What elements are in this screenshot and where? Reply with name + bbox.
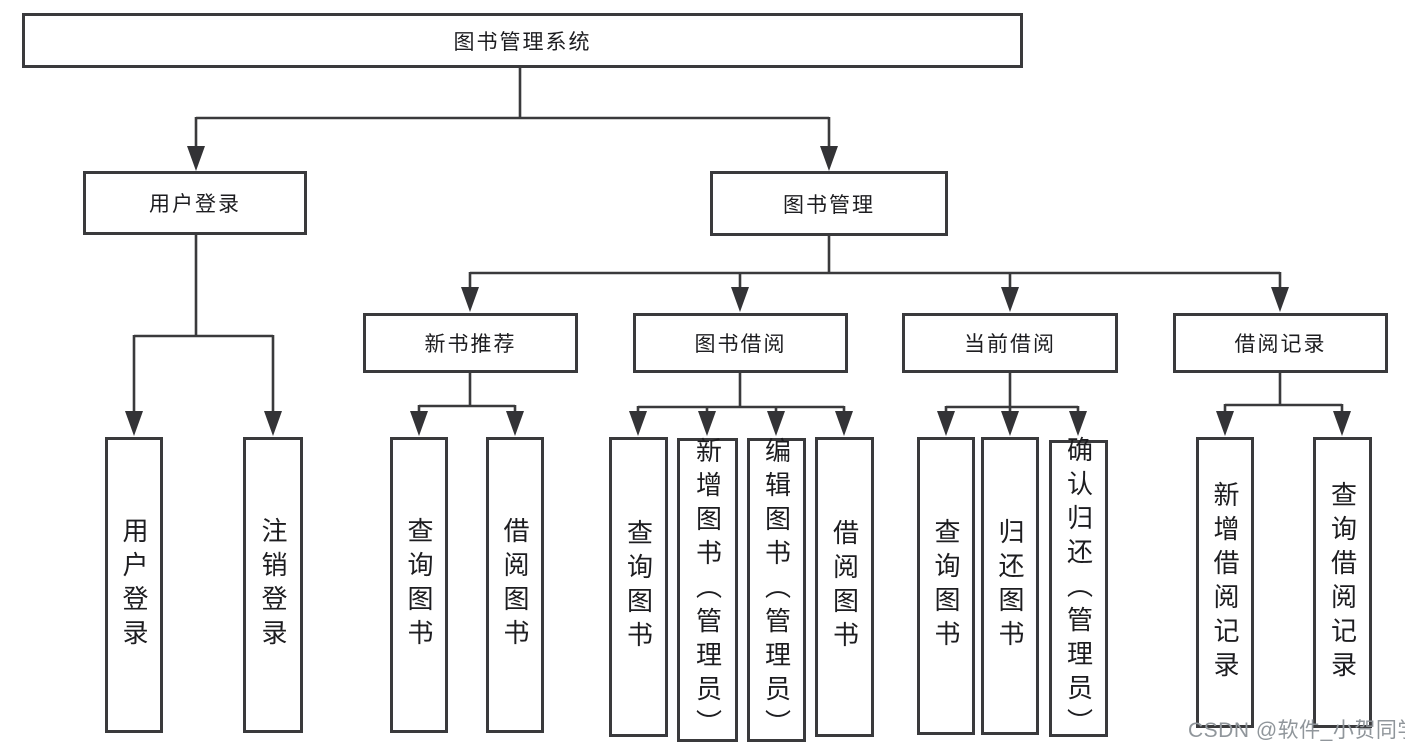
leaf-add-books-admin-label: 新增图书（管理员） — [692, 437, 723, 743]
leaf-add-books-admin: 新增图书（管理员） — [677, 437, 738, 743]
leaf-borrow-query-books-label: 查询图书 — [623, 519, 654, 655]
leaf-add-borrow-record: 新增借阅记录 — [1196, 437, 1254, 728]
node-root: 图书管理系统 — [22, 13, 1023, 68]
leaf-confirm-return-admin-label: 确认归还（管理员） — [1063, 435, 1094, 742]
leaf-query-borrow-record-label: 查询借阅记录 — [1327, 480, 1358, 685]
branch-new-book-recommend — [410, 373, 524, 436]
branch-user-login — [125, 235, 282, 436]
leaf-add-borrow-record-label: 新增借阅记录 — [1210, 480, 1240, 685]
node-new-book-recommend: 新书推荐 — [363, 313, 578, 373]
leaf-return-books: 归还图书 — [981, 437, 1039, 735]
leaf-query-borrow-record: 查询借阅记录 — [1313, 437, 1372, 728]
leaf-recommend-query-books: 查询图书 — [390, 437, 448, 733]
leaf-user-login: 用户登录 — [105, 437, 163, 733]
branch-root — [187, 68, 838, 171]
node-book-borrow: 图书借阅 — [633, 313, 848, 373]
node-borrow-records-label: 借阅记录 — [1234, 333, 1327, 356]
leaf-recommend-borrow-books: 借阅图书 — [486, 437, 544, 733]
leaf-borrow-query-books: 查询图书 — [609, 437, 668, 737]
node-book-management: 图书管理 — [710, 171, 948, 236]
branch-current-borrow — [937, 373, 1087, 436]
leaf-logout: 注销登录 — [243, 437, 303, 733]
node-root-label: 图书管理系统 — [453, 30, 592, 54]
leaf-logout-label: 注销登录 — [258, 517, 288, 653]
leaf-recommend-borrow-books-label: 借阅图书 — [500, 517, 530, 653]
leaf-edit-books-admin: 编辑图书（管理员） — [747, 437, 806, 743]
node-current-borrow: 当前借阅 — [902, 313, 1118, 373]
node-current-borrow-label: 当前借阅 — [964, 333, 1056, 356]
node-borrow-records: 借阅记录 — [1173, 313, 1388, 373]
leaf-borrow-books: 借阅图书 — [815, 437, 874, 737]
leaf-edit-books-admin-label: 编辑图书（管理员） — [761, 437, 792, 743]
node-new-book-recommend-label: 新书推荐 — [424, 333, 517, 356]
branch-borrow-records — [1216, 373, 1351, 436]
leaf-user-login-label: 用户登录 — [119, 517, 149, 653]
leaf-borrow-books-label: 借阅图书 — [829, 519, 860, 655]
leaf-return-books-label: 归还图书 — [995, 518, 1025, 654]
node-user-login-label: 用户登录 — [149, 193, 241, 216]
node-book-management-label: 图书管理 — [783, 193, 875, 217]
leaf-confirm-return-admin: 确认归还（管理员） — [1049, 436, 1108, 742]
branch-book-borrow — [629, 373, 853, 436]
leaf-recommend-query-books-label: 查询图书 — [404, 517, 434, 653]
csdn-watermark: CSDN @软件_小贺同学 — [1188, 719, 1405, 742]
leaf-current-query-books-label: 查询图书 — [931, 518, 961, 654]
node-book-borrow-label: 图书借阅 — [694, 333, 787, 356]
branch-book-management — [461, 236, 1289, 312]
leaf-current-query-books: 查询图书 — [917, 437, 975, 735]
node-user-login: 用户登录 — [83, 171, 307, 235]
